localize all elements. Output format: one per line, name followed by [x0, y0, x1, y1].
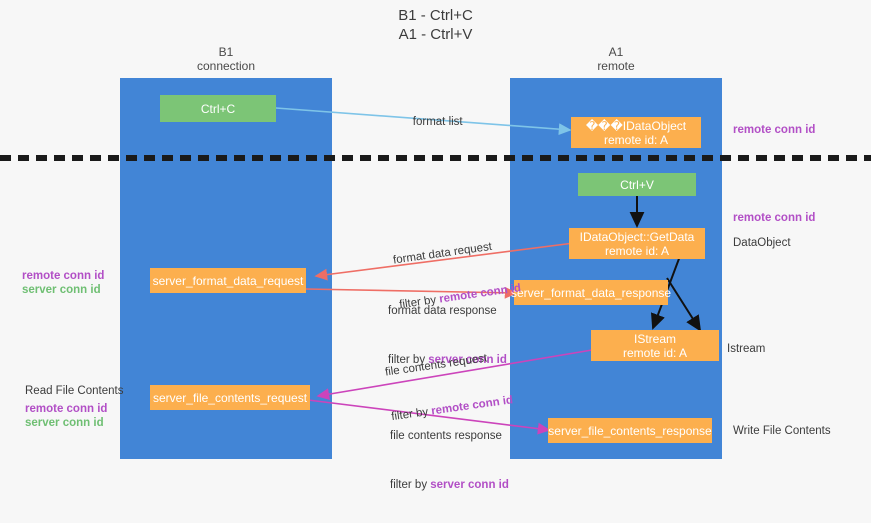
box-ctrl-c[interactable]: Ctrl+C	[160, 95, 276, 122]
box-server-file-contents-request-label: server_file_contents_request	[152, 390, 308, 405]
box-istream[interactable]: IStream remote id: A	[591, 330, 719, 361]
edge-label-format-data-response: format data response filter by server co…	[388, 274, 507, 398]
phase-divider	[0, 155, 871, 161]
filter-by-server-conn-id: server conn id	[428, 354, 507, 366]
box-ctrl-v-label: Ctrl+V	[620, 177, 654, 192]
box-server-format-data-request-label: server_format_data_request	[152, 273, 304, 288]
filter-by-prefix-4: filter by	[390, 479, 431, 491]
edge-label-file-contents-request-line1: file contents request	[384, 352, 488, 379]
box-idataobject-line2: remote id: A	[603, 132, 669, 147]
left-label-read-file-contents: Read File Contents	[25, 385, 124, 397]
edge-label-format-data-response-line1: format data response	[388, 305, 497, 317]
box-server-format-data-response[interactable]: server_format_data_response	[510, 280, 672, 305]
box-ctrl-v[interactable]: Ctrl+V	[578, 173, 696, 196]
edge-label-format-list-text: format list	[412, 116, 463, 128]
box-server-file-contents-response-label: server_file_contents_response	[548, 423, 712, 438]
left-label-remote-conn-id-mid: remote conn id	[22, 270, 105, 282]
left-label-server-conn-id-mid: server conn id	[22, 284, 101, 296]
right-label-data-object: DataObject	[733, 237, 791, 249]
right-label-remote-conn-id-mid: remote conn id	[733, 212, 816, 224]
box-server-format-data-request[interactable]: server_format_data_request	[150, 268, 306, 293]
edge-label-format-data-response-line2: filter by server conn id	[388, 353, 507, 368]
box-getdata-line1: IDataObject::GetData	[579, 229, 695, 244]
box-idataobject-remote[interactable]: ���IDataObject remote id: A	[571, 117, 701, 148]
edge-label-file-contents-response-line1: file contents response	[390, 430, 502, 442]
edge-label-file-contents-response-line2: filter by server conn id	[390, 478, 509, 493]
box-server-file-contents-response[interactable]: server_file_contents_response	[548, 418, 712, 443]
box-idataobject-getdata[interactable]: IDataObject::GetData remote id: A	[569, 228, 705, 259]
filter-by-server-conn-id-2: server conn id	[430, 479, 509, 491]
edge-label-format-data-request-line1: format data request	[392, 240, 493, 267]
right-label-write-file-contents: Write File Contents	[733, 425, 831, 437]
right-label-remote-conn-id-top: remote conn id	[733, 124, 816, 136]
box-idataobject-line1: ���IDataObject	[585, 118, 687, 133]
box-istream-line1: IStream	[633, 331, 676, 346]
box-ctrl-c-label: Ctrl+C	[200, 101, 236, 116]
box-istream-line2: remote id: A	[622, 345, 688, 360]
column-header-b1: B1 connection	[196, 45, 256, 73]
left-label-remote-conn-id-bottom: remote conn id	[25, 403, 108, 415]
box-server-format-data-response-label: server_format_data_response	[510, 285, 672, 300]
filter-by-prefix-2: filter by	[388, 354, 429, 366]
left-label-server-conn-id-bottom: server conn id	[25, 417, 104, 429]
page-title: B1 - Ctrl+C A1 - Ctrl+V	[398, 7, 473, 43]
edge-label-file-contents-response: file contents response filter by server …	[390, 399, 509, 523]
column-header-a1: A1 remote	[597, 45, 635, 73]
box-server-file-contents-request[interactable]: server_file_contents_request	[150, 385, 310, 410]
right-label-istream: Istream	[727, 343, 766, 355]
edge-label-format-list: format list	[400, 100, 463, 145]
box-getdata-line2: remote id: A	[604, 243, 670, 258]
diagram-canvas: B1 - Ctrl+C A1 - Ctrl+V B1 connection A1…	[0, 7, 871, 491]
